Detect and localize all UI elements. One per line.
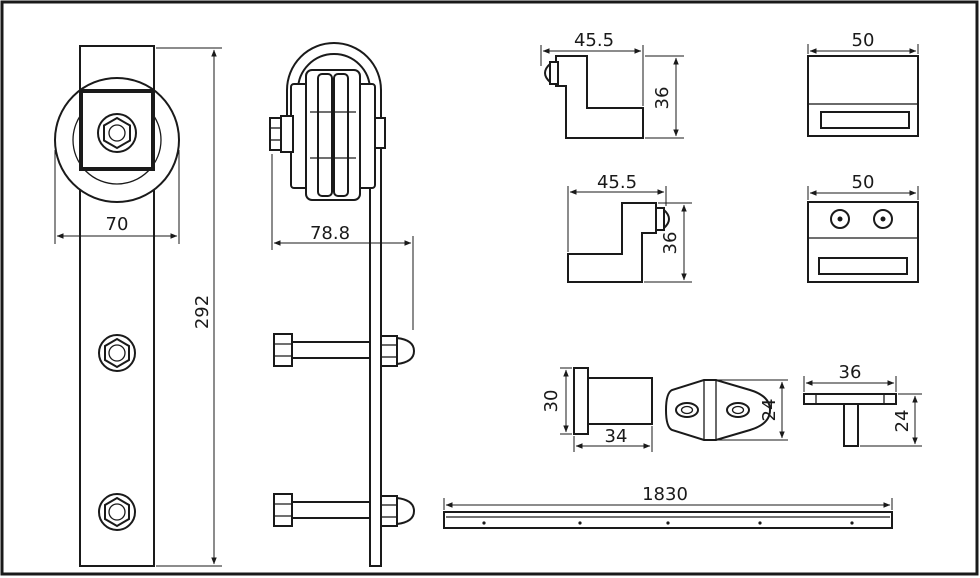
label-floor-guide-height: 24 (759, 399, 780, 422)
dimension-stopper-a-height: 36 (645, 55, 684, 139)
label-guide-height: 30 (541, 390, 562, 413)
dimension-stopper-b-height: 36 (644, 202, 692, 283)
label-rail-height: 292 (192, 295, 213, 329)
dimension-guide-height: 30 (541, 367, 572, 435)
label-roller-width: 70 (106, 214, 129, 235)
label-guide-width: 34 (605, 426, 628, 447)
dimension-track-length: 1830 (443, 484, 893, 510)
dimension-t-guide-width: 36 (803, 362, 897, 392)
front-view-strap (54, 45, 180, 567)
dimension-roller-width: 70 (54, 150, 180, 244)
label-stopper-a-width: 45.5 (574, 30, 614, 51)
label-anti-jump-b-width: 50 (852, 172, 875, 193)
label-stopper-b-width: 45.5 (597, 172, 637, 193)
wall-guide (573, 367, 653, 435)
anti-jump-block-b (807, 201, 919, 283)
hanger-bolt-upper (273, 333, 416, 367)
t-guide (803, 393, 897, 447)
side-view-hanger (269, 42, 386, 567)
label-t-guide-height: 24 (892, 410, 913, 433)
stopper-a (544, 55, 644, 139)
label-hanger-offset: 78.8 (310, 223, 350, 244)
dimension-floor-guide-height: 24 (716, 379, 788, 441)
dimension-t-guide-height: 24 (860, 393, 922, 447)
dimension-anti-jump-a-width: 50 (807, 30, 919, 54)
dimension-stopper-a-width: 45.5 (540, 30, 644, 106)
floor-guide (664, 379, 772, 441)
label-stopper-a-height: 36 (652, 87, 673, 110)
dimension-hanger-offset: 78.8 (271, 154, 414, 330)
dimension-anti-jump-b-width: 50 (807, 172, 919, 200)
dimension-stopper-b-width: 45.5 (567, 172, 667, 252)
dimension-rail-height: 292 (156, 47, 222, 567)
dimension-guide-width: 34 (573, 426, 653, 452)
label-anti-jump-a-width: 50 (852, 30, 875, 51)
stopper-b (567, 202, 670, 283)
hanger-bolt-lower (273, 493, 416, 527)
label-stopper-b-height: 36 (660, 232, 681, 255)
track-rail (443, 511, 893, 529)
label-track-length: 1830 (642, 484, 688, 505)
anti-jump-block-a (807, 55, 919, 137)
label-t-guide-width: 36 (839, 362, 862, 383)
